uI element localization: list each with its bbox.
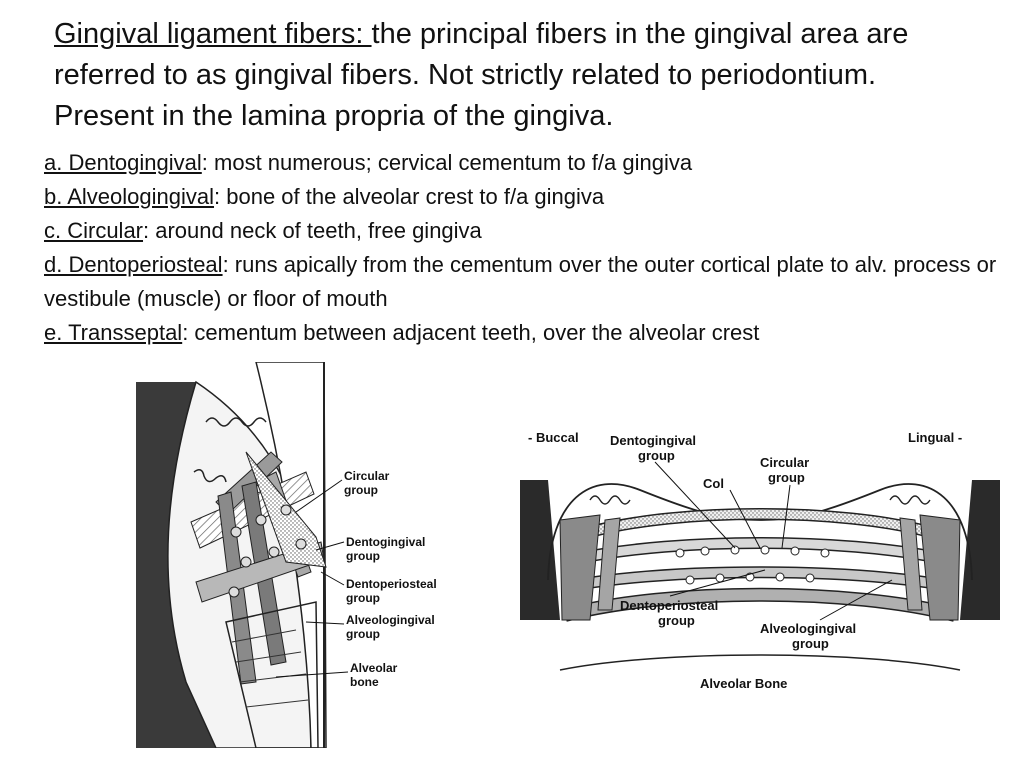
right-label-alveologingival-1: Alveologingival	[760, 621, 856, 636]
left-label-dentoperiosteal-2: group	[346, 591, 380, 605]
right-label-alveologingival-2: group	[792, 636, 829, 651]
left-label-alveolar-1: Alveolar	[350, 661, 398, 675]
right-label-col: Col	[703, 476, 724, 491]
definition-item-alveologingival: b. Alveologingival: bone of the alveolar…	[44, 180, 1004, 214]
definition-term: a. Dentogingival	[44, 150, 202, 175]
definition-text: : bone of the alveolar crest to f/a ging…	[214, 184, 605, 209]
right-label-lingual: Lingual -	[908, 430, 962, 445]
left-label-dentogingival-2: group	[346, 549, 380, 563]
left-label-alveolar-2: bone	[350, 675, 379, 689]
definition-text: : around neck of teeth, free gingiva	[143, 218, 482, 243]
definition-term: c. Circular	[44, 218, 144, 243]
right-label-dentoperiosteal-1: Dentoperiosteal	[620, 598, 718, 613]
right-diagram-artwork	[520, 461, 1000, 671]
definition-text: : runs apically from the cementum over t…	[44, 252, 997, 311]
right-label-circular-1: Circular	[760, 455, 809, 470]
left-label-alveologingival-1: Alveologingival	[346, 613, 435, 627]
definition-item-dentoperiosteal: d. Dentoperiosteal: runs apically from t…	[44, 248, 1004, 316]
definition-item-circular: c. Circular: around neck of teeth, free …	[44, 214, 1004, 248]
definition-text: : most numerous; cervical cementum to f/…	[201, 150, 693, 175]
definition-term: d. Dentoperiosteal	[44, 252, 223, 277]
definition-term: e. Transseptal	[44, 320, 183, 345]
left-gingiva-diagram: Circular group Dentogingival group Dento…	[136, 362, 437, 748]
left-label-circular-2: group	[344, 483, 378, 497]
right-label-circular-2: group	[768, 470, 805, 485]
definition-term: b. Alveologingival	[44, 184, 215, 209]
right-label-alveolar-bone: Alveolar Bone	[700, 676, 787, 691]
intro-text: the principal fibers in the gingival are…	[54, 18, 909, 132]
definition-item-transseptal: e. Transseptal: cementum between adjacen…	[44, 316, 1004, 350]
left-label-alveologingival-2: group	[346, 627, 380, 641]
right-col-diagram: - Buccal Lingual - Dentogingival group C…	[520, 430, 1000, 691]
intro-paragraph: Gingival ligament fibers: the principal …	[54, 14, 984, 137]
left-label-dentogingival-1: Dentogingival	[346, 535, 425, 549]
right-label-buccal: - Buccal	[528, 430, 579, 445]
left-diagram-artwork	[136, 362, 349, 748]
right-label-dentoperiosteal-2: group	[658, 613, 695, 628]
left-label-circular-1: Circular	[344, 469, 390, 483]
definition-list: a. Dentogingival: most numerous; cervica…	[44, 146, 1004, 350]
definition-text: : cementum between adjacent teeth, over …	[182, 320, 760, 345]
right-label-dentogingival-2: group	[638, 448, 675, 463]
left-label-dentoperiosteal-1: Dentoperiosteal	[346, 577, 437, 591]
intro-term: Gingival ligament fibers:	[54, 18, 372, 50]
right-label-dentogingival-1: Dentogingival	[610, 433, 696, 448]
definition-item-dentogingival: a. Dentogingival: most numerous; cervica…	[44, 146, 1004, 180]
